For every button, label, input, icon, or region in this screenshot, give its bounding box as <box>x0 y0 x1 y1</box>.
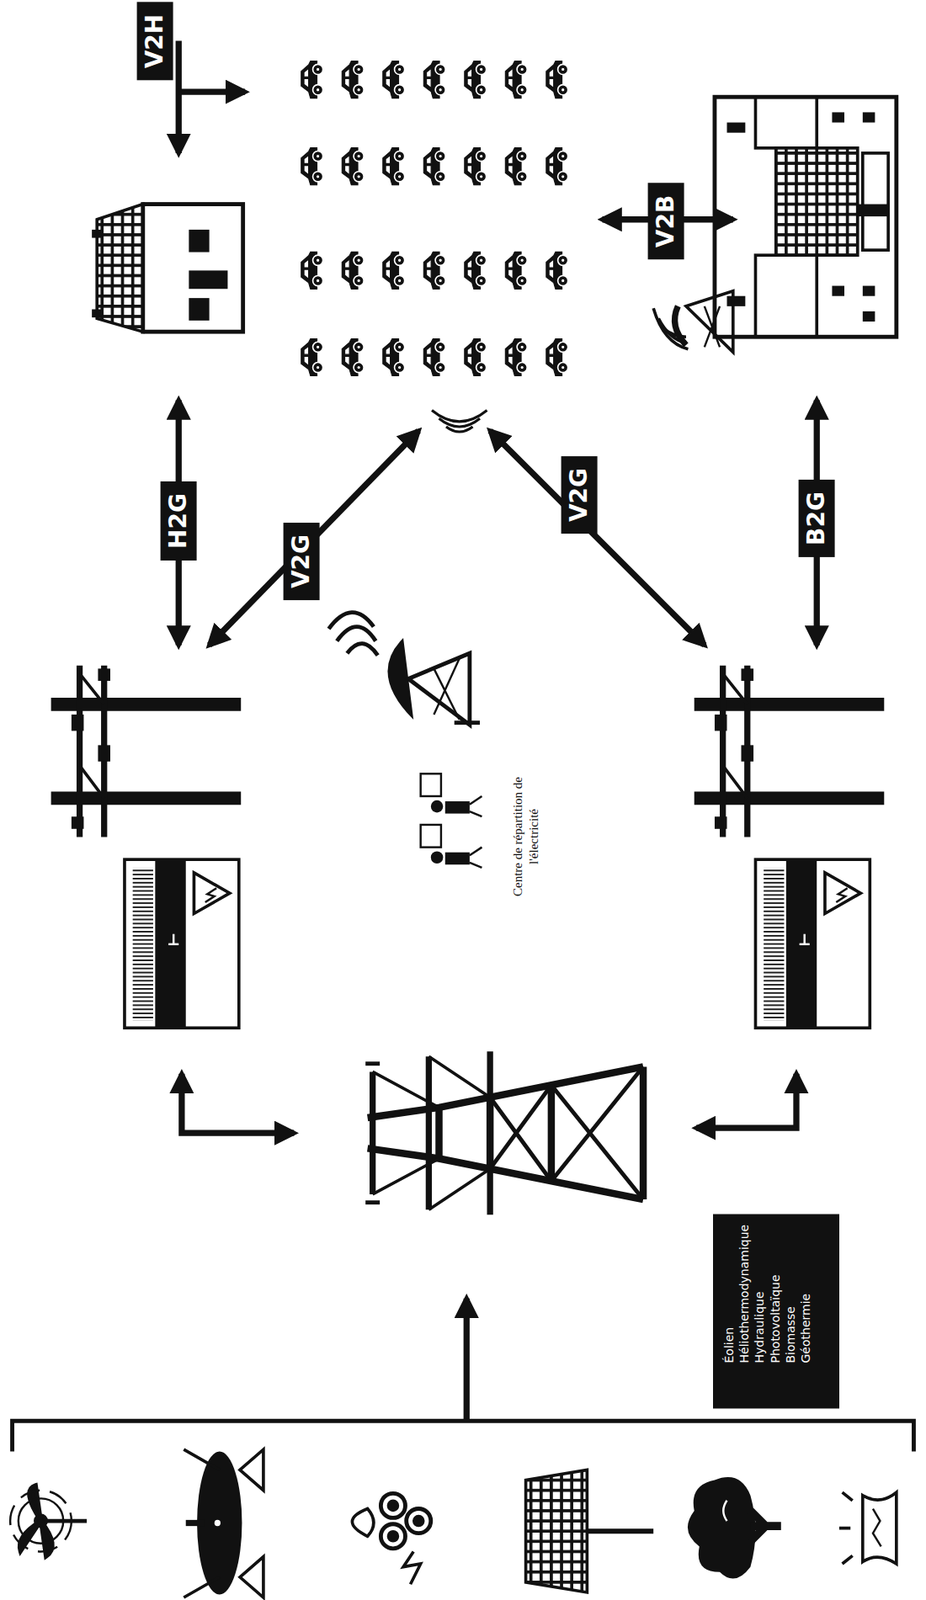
source-name: Hydraulique <box>751 1224 767 1364</box>
car-icon <box>301 338 324 376</box>
flow-label: V2G <box>282 522 320 601</box>
source-name: Biomasse <box>782 1224 798 1364</box>
house <box>91 204 243 333</box>
energy-arrows <box>12 41 915 1453</box>
car-icon <box>505 338 527 376</box>
car-icon <box>546 61 569 99</box>
car-icon <box>383 148 405 186</box>
car-icon <box>341 338 364 376</box>
source-name: Géothermie <box>798 1224 814 1364</box>
car-fleet <box>301 61 569 377</box>
car-icon <box>341 61 364 99</box>
source-name: Éolien <box>721 1224 737 1364</box>
car-icon <box>423 61 446 99</box>
flow-label: V2H <box>137 1 174 80</box>
flow-label: V2G <box>560 456 597 534</box>
car-icon <box>301 251 324 289</box>
car-icon <box>301 148 324 186</box>
car-icon <box>464 251 487 289</box>
transmission-tower <box>365 1051 644 1215</box>
source-name: Photovoltaïque <box>766 1224 783 1364</box>
car-icon <box>546 338 569 376</box>
flow-label: B2G <box>798 479 836 558</box>
flow-label: V2B <box>647 183 684 261</box>
car-icon <box>546 251 569 289</box>
car-icon <box>423 338 446 376</box>
car-icon <box>301 61 324 99</box>
car-icon <box>505 148 527 186</box>
car-icon <box>464 338 487 376</box>
flow-label: H2G <box>160 481 197 561</box>
source-key-box: ÉolienHéliothermodynamiqueHydrauliquePho… <box>713 1214 840 1410</box>
car-icon <box>423 251 446 289</box>
car-icon <box>546 148 569 186</box>
car-icon <box>505 251 527 289</box>
source-name: Héliothermodynamique <box>736 1224 752 1364</box>
car-icon <box>505 61 527 99</box>
substations <box>124 859 870 1028</box>
office-building <box>653 96 897 352</box>
car-icon <box>383 338 405 376</box>
car-icon <box>383 61 405 99</box>
car-icon <box>464 61 487 99</box>
car-icon <box>383 251 405 289</box>
centre-caption: Centre de répartition de l'électricité <box>510 765 543 909</box>
car-icon <box>464 148 487 186</box>
car-icon <box>423 148 446 186</box>
dispatch-centre <box>329 612 483 868</box>
car-icon <box>341 251 364 289</box>
energy-sources <box>10 1449 897 1598</box>
car-icon <box>341 148 364 186</box>
wireless-signal <box>431 410 487 432</box>
